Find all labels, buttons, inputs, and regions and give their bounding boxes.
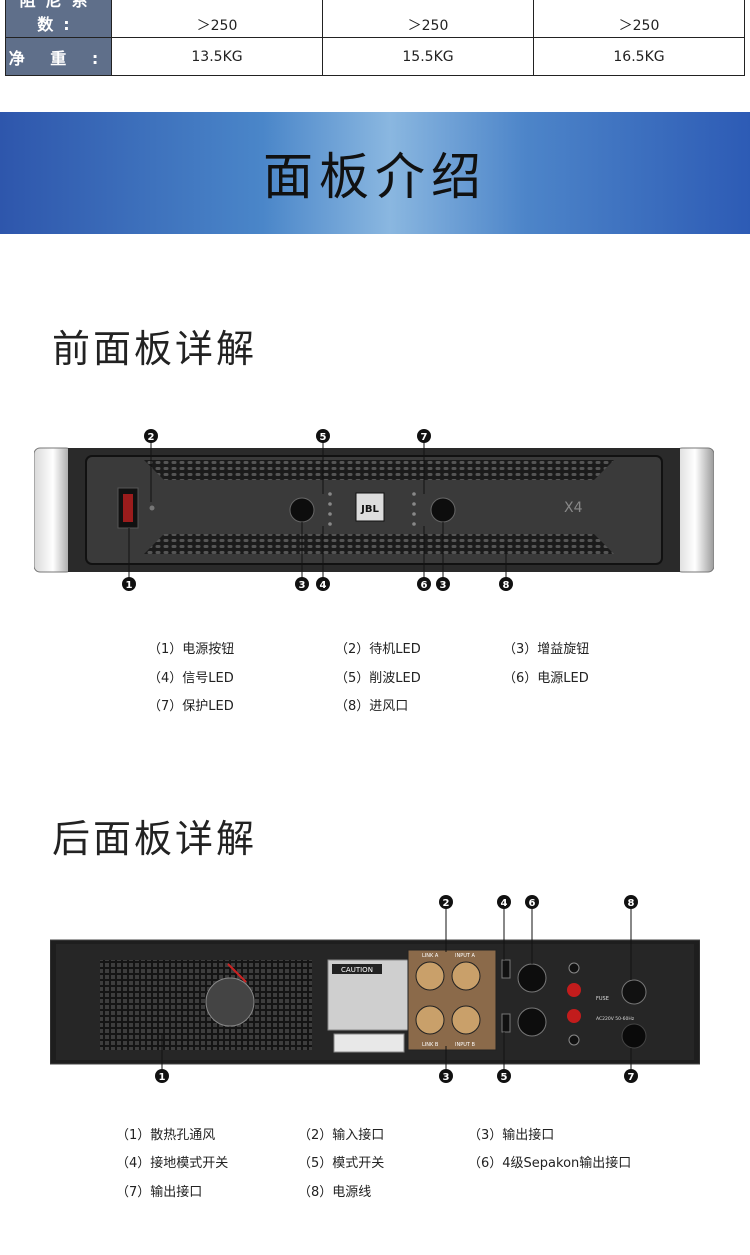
marker-5: 5: [316, 429, 330, 443]
legend-item: （7）保护LED: [148, 699, 234, 714]
rear-marker-2: 2: [439, 895, 453, 909]
rear-marker-5: 5: [497, 1069, 511, 1083]
table-cell: 15.5KG: [322, 37, 534, 76]
marker-7: 7: [417, 429, 431, 443]
row-label: 净 重 :: [5, 37, 112, 76]
svg-text:4: 4: [501, 898, 508, 909]
svg-text:8: 8: [628, 898, 635, 909]
fuse-label: FUSE: [596, 996, 609, 1002]
legend-item: （2）输入接口: [298, 1128, 385, 1143]
rear-marker-1: 1: [155, 1069, 169, 1083]
svg-text:2: 2: [443, 898, 450, 909]
svg-text:5: 5: [320, 432, 327, 443]
svg-text:1: 1: [159, 1072, 166, 1083]
marker-3b: 3: [436, 577, 450, 591]
svg-text:6: 6: [421, 580, 428, 591]
brand-logo: JBL: [360, 504, 379, 515]
marker-6: 6: [417, 577, 431, 591]
rear-panel-title: 后面板详解: [52, 817, 258, 861]
legend-item: （5）模式开关: [298, 1156, 385, 1171]
row-label: 阻尼系数:: [5, 0, 112, 38]
svg-text:4: 4: [320, 580, 327, 591]
legend-item: （8）进风口: [335, 699, 409, 714]
svg-text:5: 5: [501, 1072, 508, 1083]
caution-label: CAUTION: [341, 966, 373, 974]
legend-item: （3）增益旋钮: [503, 642, 590, 657]
spec-table: 阻尼系数: ＞250 ＞250 ＞250 净 重 : 13.5KG 15.5KG…: [5, 0, 745, 76]
table-cell: ＞250: [322, 0, 534, 38]
legend-item: （6）电源LED: [503, 671, 589, 686]
svg-text:3: 3: [440, 580, 447, 591]
svg-text:3: 3: [443, 1072, 450, 1083]
front-panel-title: 前面板详解: [52, 327, 258, 371]
link-a-label: LINK A: [422, 953, 439, 959]
rear-marker-6: 6: [525, 895, 539, 909]
svg-text:1: 1: [126, 580, 133, 591]
svg-text:2: 2: [148, 432, 155, 443]
table-cell: ＞250: [533, 0, 745, 38]
banner-title: 面板介绍: [263, 148, 487, 206]
table-cell: ＞250: [111, 0, 323, 38]
svg-text:7: 7: [421, 432, 428, 443]
legend-item: （3）输出接口: [468, 1128, 555, 1143]
link-b-label: LINK B: [422, 1042, 439, 1048]
legend-item: （1）散热孔通风: [116, 1128, 216, 1143]
marker-1: 1: [122, 577, 136, 591]
marker-4: 4: [316, 577, 330, 591]
table-row: 阻尼系数: ＞250 ＞250 ＞250: [5, 0, 745, 38]
legend-item: （1）电源按钮: [148, 642, 235, 657]
input-a-label: INPUT A: [455, 953, 476, 959]
legend-item: （2）待机LED: [335, 642, 421, 657]
svg-text:3: 3: [299, 580, 306, 591]
ac-label: AC220V 50-60Hz: [596, 1016, 635, 1022]
svg-text:7: 7: [628, 1072, 635, 1083]
legend-item: （4）信号LED: [148, 671, 234, 686]
legend-item: （6）4级Sepakon输出接口: [468, 1156, 632, 1171]
marker-8: 8: [499, 577, 513, 591]
rear-marker-4: 4: [497, 895, 511, 909]
rear-marker-3: 3: [439, 1069, 453, 1083]
front-panel-image: JBL X4 2 5 7 1 3 4 6 3 8: [34, 424, 714, 604]
rear-marker-8: 8: [624, 895, 638, 909]
rear-marker-7: 7: [624, 1069, 638, 1083]
rear-panel-image: CAUTION LINK A INPUT A LINK B INPUT B FU…: [50, 890, 700, 1090]
marker-2: 2: [144, 429, 158, 443]
input-b-label: INPUT B: [455, 1042, 476, 1048]
marker-3: 3: [295, 577, 309, 591]
legend-item: （5）削波LED: [335, 671, 421, 686]
legend-item: （7）输出接口: [116, 1185, 203, 1200]
svg-text:8: 8: [503, 580, 510, 591]
section-banner: 面板介绍: [0, 112, 750, 234]
legend-item: （4）接地模式开关: [116, 1156, 229, 1171]
table-cell: 13.5KG: [111, 37, 323, 76]
table-row: 净 重 : 13.5KG 15.5KG 16.5KG: [5, 37, 745, 76]
svg-text:6: 6: [529, 898, 536, 909]
table-cell: 16.5KG: [533, 37, 745, 76]
model-label: X4: [564, 500, 583, 516]
legend-item: （8）电源线: [298, 1185, 372, 1200]
